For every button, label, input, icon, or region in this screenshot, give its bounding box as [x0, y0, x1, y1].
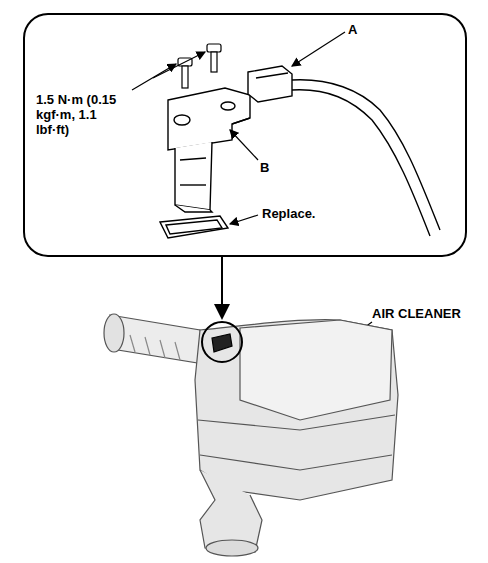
note-text: Replace. [262, 206, 315, 221]
air-cleaner [104, 314, 398, 556]
inset-frame [24, 14, 466, 256]
callout-letter: A [348, 22, 357, 37]
part-name: AIR CLEANER [372, 306, 461, 321]
maf-sensor [168, 88, 250, 212]
callout-letter: B [260, 160, 269, 175]
leader-line [132, 32, 372, 345]
torque-spec: 1.5 N·m (0.15 kgf·m, 1.1 lbf·ft) [36, 92, 132, 137]
gasket [160, 216, 228, 238]
bolt [178, 44, 221, 88]
connector [248, 66, 440, 236]
